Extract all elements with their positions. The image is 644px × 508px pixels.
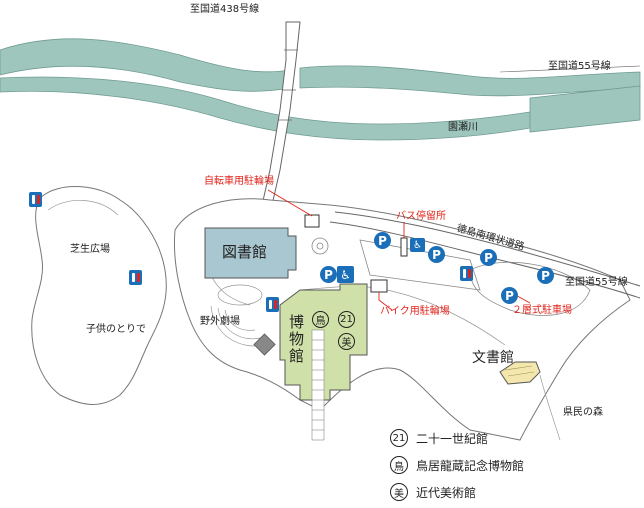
parking-icon-5: P (501, 287, 518, 304)
legend-text-tori: 鳥居龍蔵記念博物館 (416, 458, 525, 473)
library-building (204, 227, 297, 279)
legend-row-tori: 鳥 鳥居龍蔵記念博物館 (390, 455, 524, 475)
museum-stairs (311, 329, 325, 441)
bus-stop-box (400, 237, 408, 257)
legend-text-bi: 近代美術館 (416, 485, 477, 500)
legend-symbol-21: 21 (390, 429, 408, 447)
library-name: 図書館 (222, 243, 268, 261)
c21-hall-marker: 21 (338, 311, 355, 328)
accessible-icon-1: ♿ (337, 266, 354, 283)
archives-building (499, 361, 541, 385)
west-park-outline (31, 186, 167, 405)
restroom-icon-4 (460, 266, 473, 281)
restroom-icon-1 (29, 192, 42, 207)
label-river: 園瀬川 (448, 122, 478, 133)
pavilion (253, 333, 276, 356)
parking-icon-4: P (537, 267, 554, 284)
label-kids-path: 子供のとりで (86, 324, 146, 335)
label-motorcycle-parking: バイク用駐輪場 (380, 306, 450, 317)
label-outdoor-theater: 野外劇場 (200, 316, 240, 327)
parking-icon-2: P (428, 246, 445, 263)
label-parking-2f: ２層式駐車場 (512, 305, 572, 316)
roundabout (311, 237, 329, 255)
restroom-icon-2 (129, 270, 142, 285)
legend-symbol-tori: 鳥 (390, 456, 408, 474)
label-lawn: 芝生広場 (70, 244, 110, 255)
parking-icon-3: P (480, 249, 497, 266)
tori-museum-marker: 鳥 (312, 311, 329, 328)
label-route-438: 至国道438号線 (190, 4, 260, 15)
parking-icon-6: P (320, 266, 337, 283)
motorcycle-parking-box (370, 279, 388, 293)
accessible-icon-2: ♿ (410, 238, 425, 252)
parking-icon-1: P (374, 232, 391, 249)
restroom-icon-3 (266, 297, 279, 312)
label-route-55-top: 至国道55号線 (548, 61, 611, 72)
label-bus-stop: バス停留所 (396, 211, 446, 222)
ring-road (329, 221, 641, 299)
label-bicycle-parking: 自転車用駐輪場 (204, 176, 274, 187)
legend-text-21: 二十一世紀館 (416, 431, 489, 446)
bi-art-marker: 美 (338, 333, 355, 350)
label-prefectural-forest: 県民の森 (563, 407, 603, 418)
river-lower-right (529, 85, 641, 133)
archives-name: 文書館 (472, 350, 514, 366)
legend-row-21: 21 二十一世紀館 (390, 428, 488, 448)
legend-row-bi: 美 近代美術館 (390, 482, 476, 502)
label-route-55-mid: 至国道55号線 (565, 277, 628, 288)
bicycle-parking-box (304, 214, 320, 228)
legend-symbol-bi: 美 (390, 483, 408, 501)
museum-name: 博物館 (287, 314, 305, 365)
